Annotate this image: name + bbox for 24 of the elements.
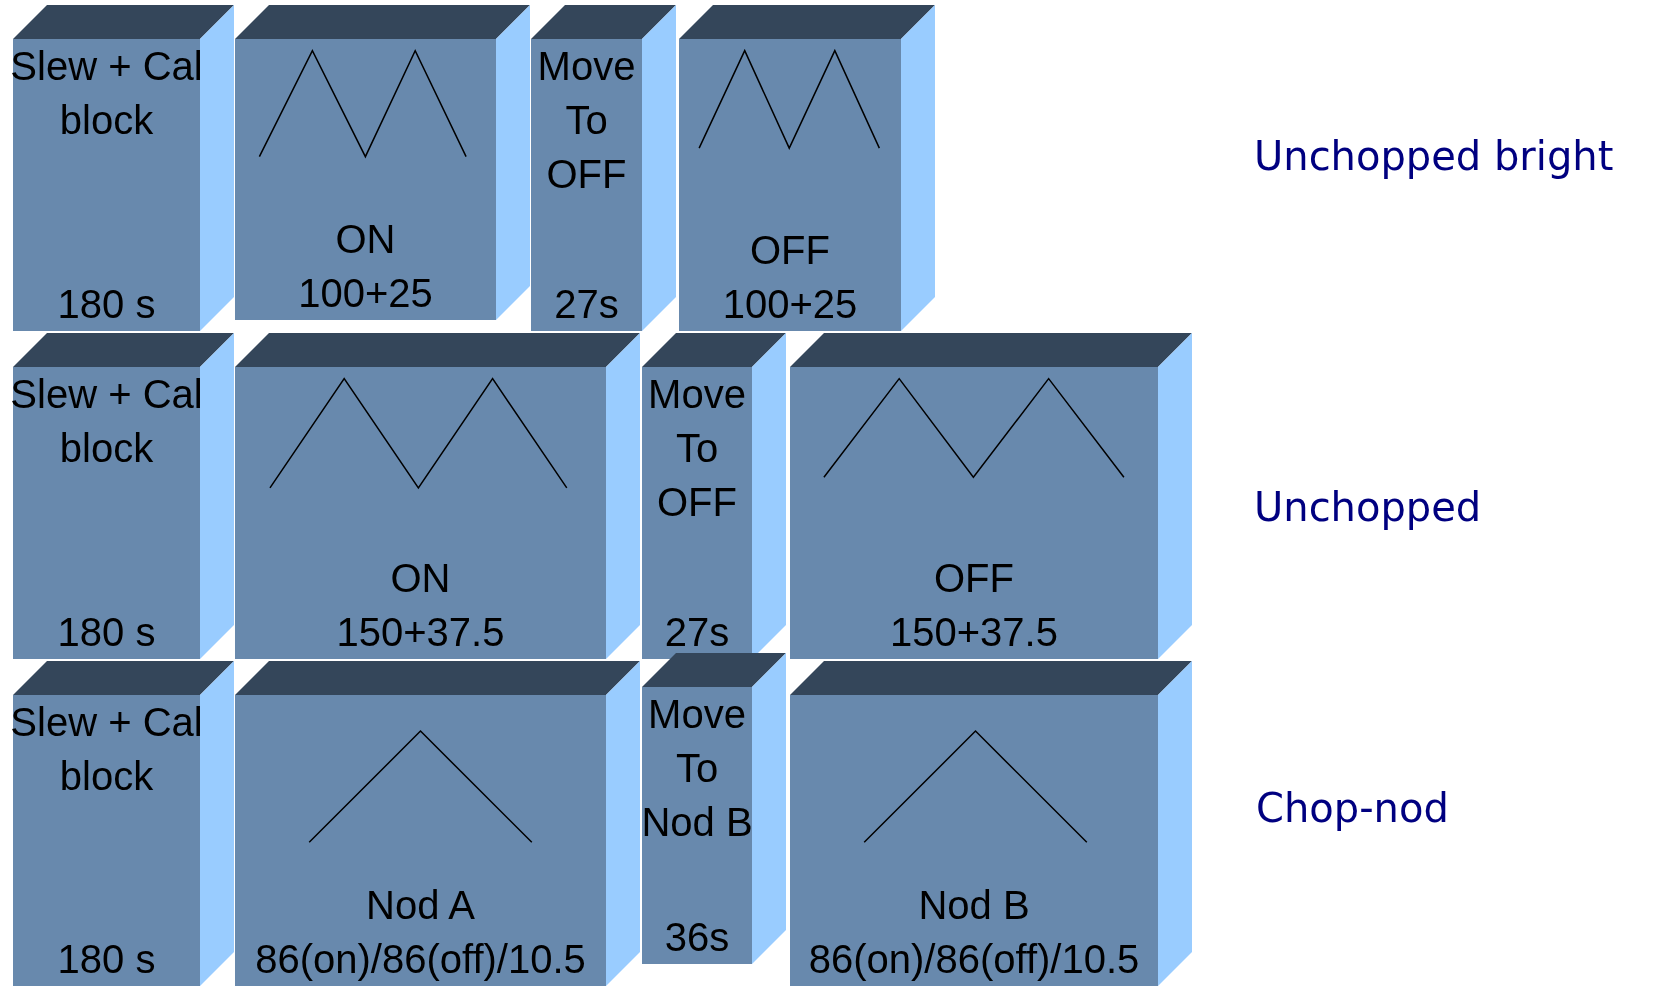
block-text: 180 s (57, 609, 156, 656)
block-text: Move To OFF (536, 43, 637, 198)
row-label: Chop-nod (1256, 784, 1449, 833)
block-text: Move To Nod B (640, 691, 754, 846)
block-text: 100+25 (722, 281, 858, 328)
block-text: 36s (664, 914, 730, 961)
block-text: 27s (664, 609, 730, 656)
row-label: Unchopped bright (1254, 132, 1614, 181)
block-text: 100+25 (298, 270, 433, 317)
block-text: 86(on)/86(off)/10.5 (255, 936, 586, 983)
block-text: 180 s (57, 281, 156, 328)
block-text: Move To OFF (647, 371, 747, 526)
block-text: 150+37.5 (890, 609, 1058, 656)
block-text: OFF (750, 227, 830, 274)
row-label: Unchopped (1254, 483, 1482, 532)
block-text: OFF (934, 555, 1014, 602)
block-text: Nod A (366, 882, 475, 929)
block-text: ON (390, 555, 451, 602)
block-text: 27s (554, 281, 619, 328)
block-text: 86(on)/86(off)/10.5 (808, 936, 1140, 983)
block-text: 150+37.5 (336, 609, 505, 656)
block-text: 180 s (57, 936, 156, 983)
block-text: Nod B (918, 882, 1030, 929)
block-text: ON (335, 216, 396, 263)
